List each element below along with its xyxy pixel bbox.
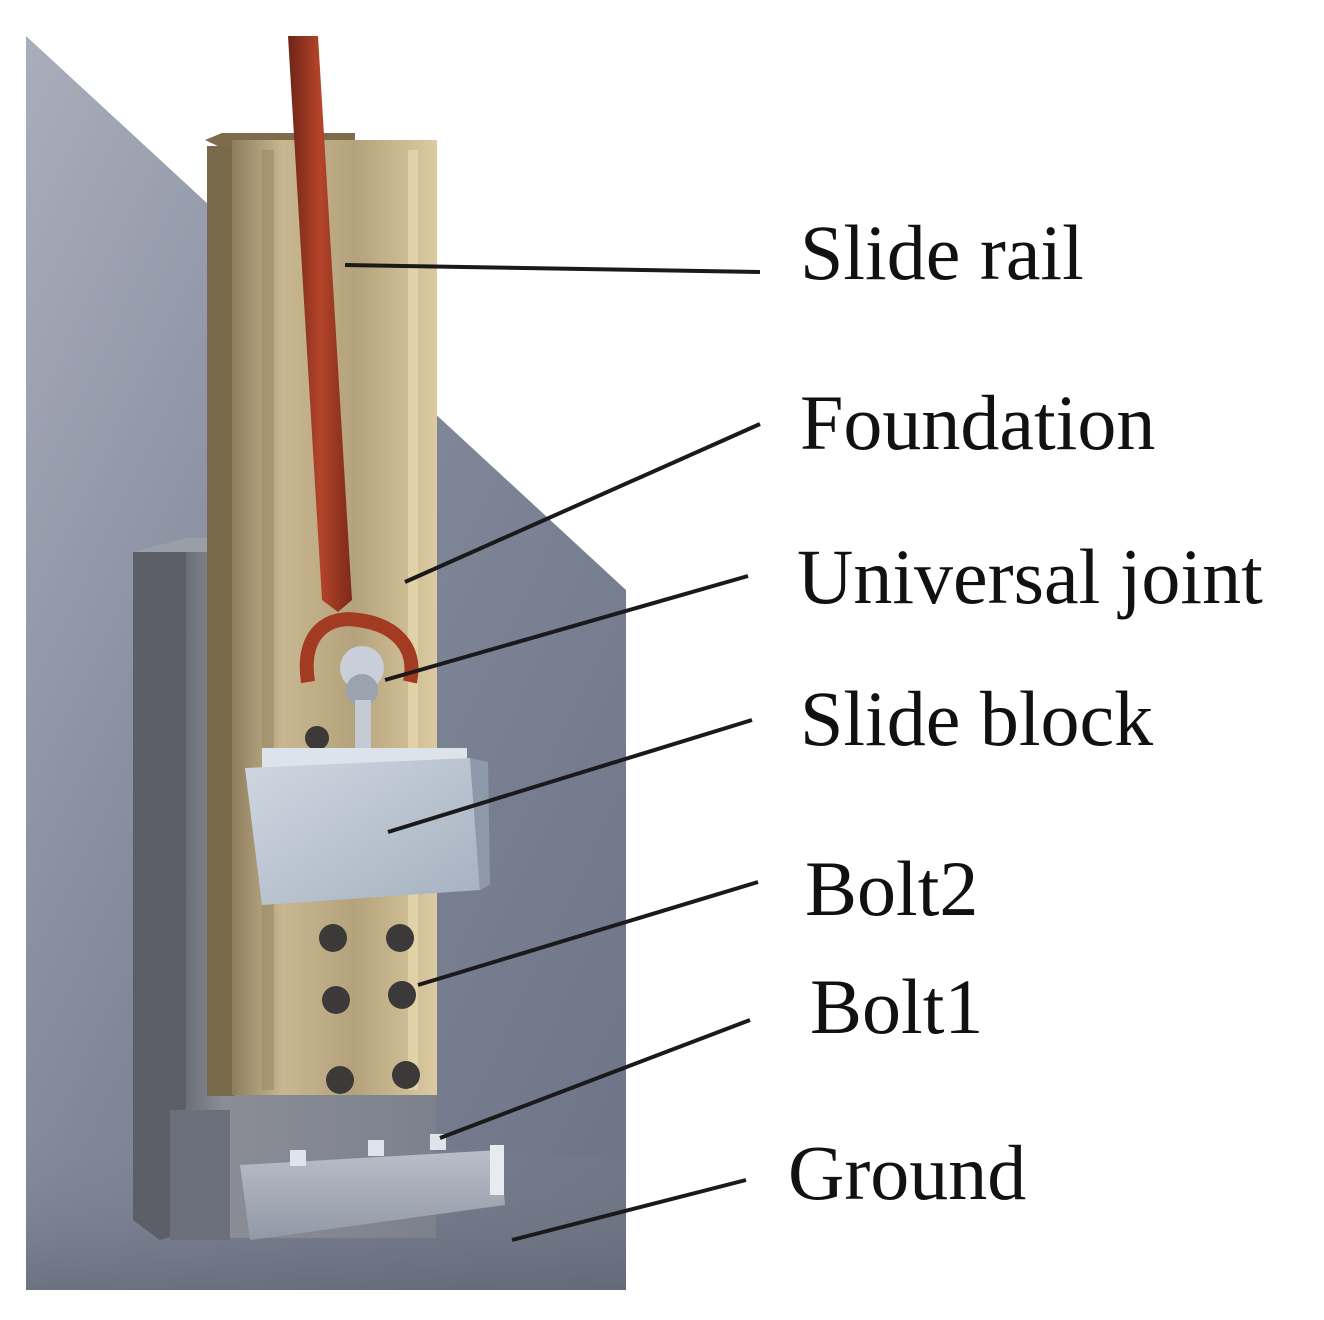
- ground-part: [170, 1110, 505, 1240]
- label-ground: Ground: [788, 1129, 1027, 1216]
- label-slide-rail: Slide rail: [800, 209, 1084, 296]
- label-bolt1: Bolt1: [810, 963, 984, 1050]
- leader-universal-joint: [384, 574, 749, 682]
- leader-slide-block: [387, 718, 753, 834]
- label-universal-joint: Universal joint: [797, 533, 1263, 620]
- leader-slide-rail: [344, 263, 761, 274]
- connecting-rod: [288, 36, 419, 684]
- label-foundation: Foundation: [800, 379, 1156, 466]
- rail-bolts: [305, 726, 420, 1094]
- leader-bolt2: [417, 880, 759, 987]
- leader-bolt1: [439, 1018, 751, 1140]
- label-slide-block: Slide block: [800, 675, 1154, 762]
- leader-ground: [511, 1178, 747, 1242]
- slide-block-part: [245, 748, 490, 905]
- leader-foundation: [404, 422, 761, 584]
- label-bolt2: Bolt2: [805, 845, 979, 932]
- leader-lines: [344, 263, 761, 1242]
